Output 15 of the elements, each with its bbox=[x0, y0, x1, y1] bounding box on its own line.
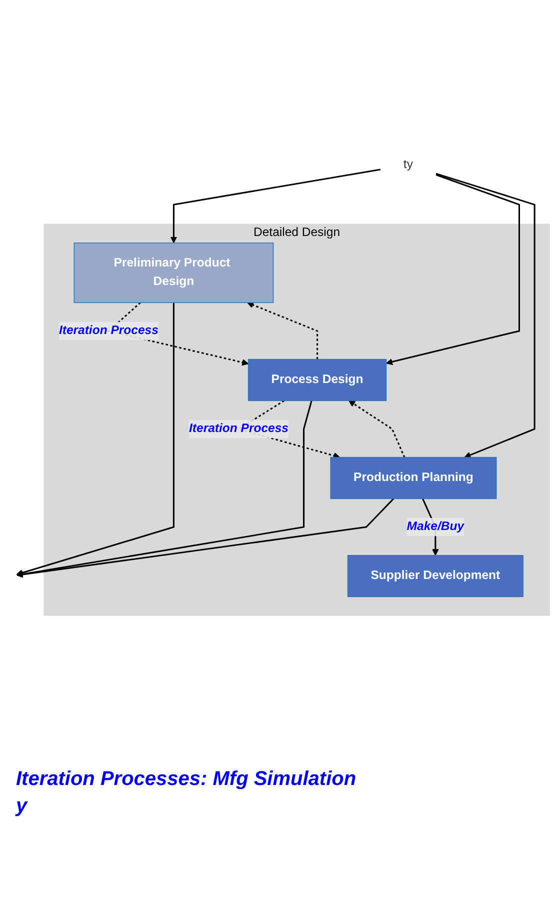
arrow bbox=[16, 400, 312, 578]
arrow bbox=[16, 498, 394, 578]
node-text: ty bbox=[403, 158, 413, 171]
node-box: Preliminary Product Design bbox=[74, 242, 274, 304]
node-box: Supplier Development bbox=[347, 555, 524, 598]
node-box: Process Design bbox=[248, 358, 387, 402]
node-box: Production Planning bbox=[330, 456, 497, 500]
note-text: Iteration Processes: Mfg Simulation bbox=[16, 768, 358, 791]
arrow bbox=[247, 302, 318, 360]
arrow bbox=[170, 168, 381, 244]
arrow bbox=[386, 174, 520, 366]
note-text: y bbox=[16, 795, 29, 818]
arrow bbox=[436, 172, 536, 458]
arrow bbox=[348, 400, 406, 458]
arrow bbox=[16, 302, 174, 576]
